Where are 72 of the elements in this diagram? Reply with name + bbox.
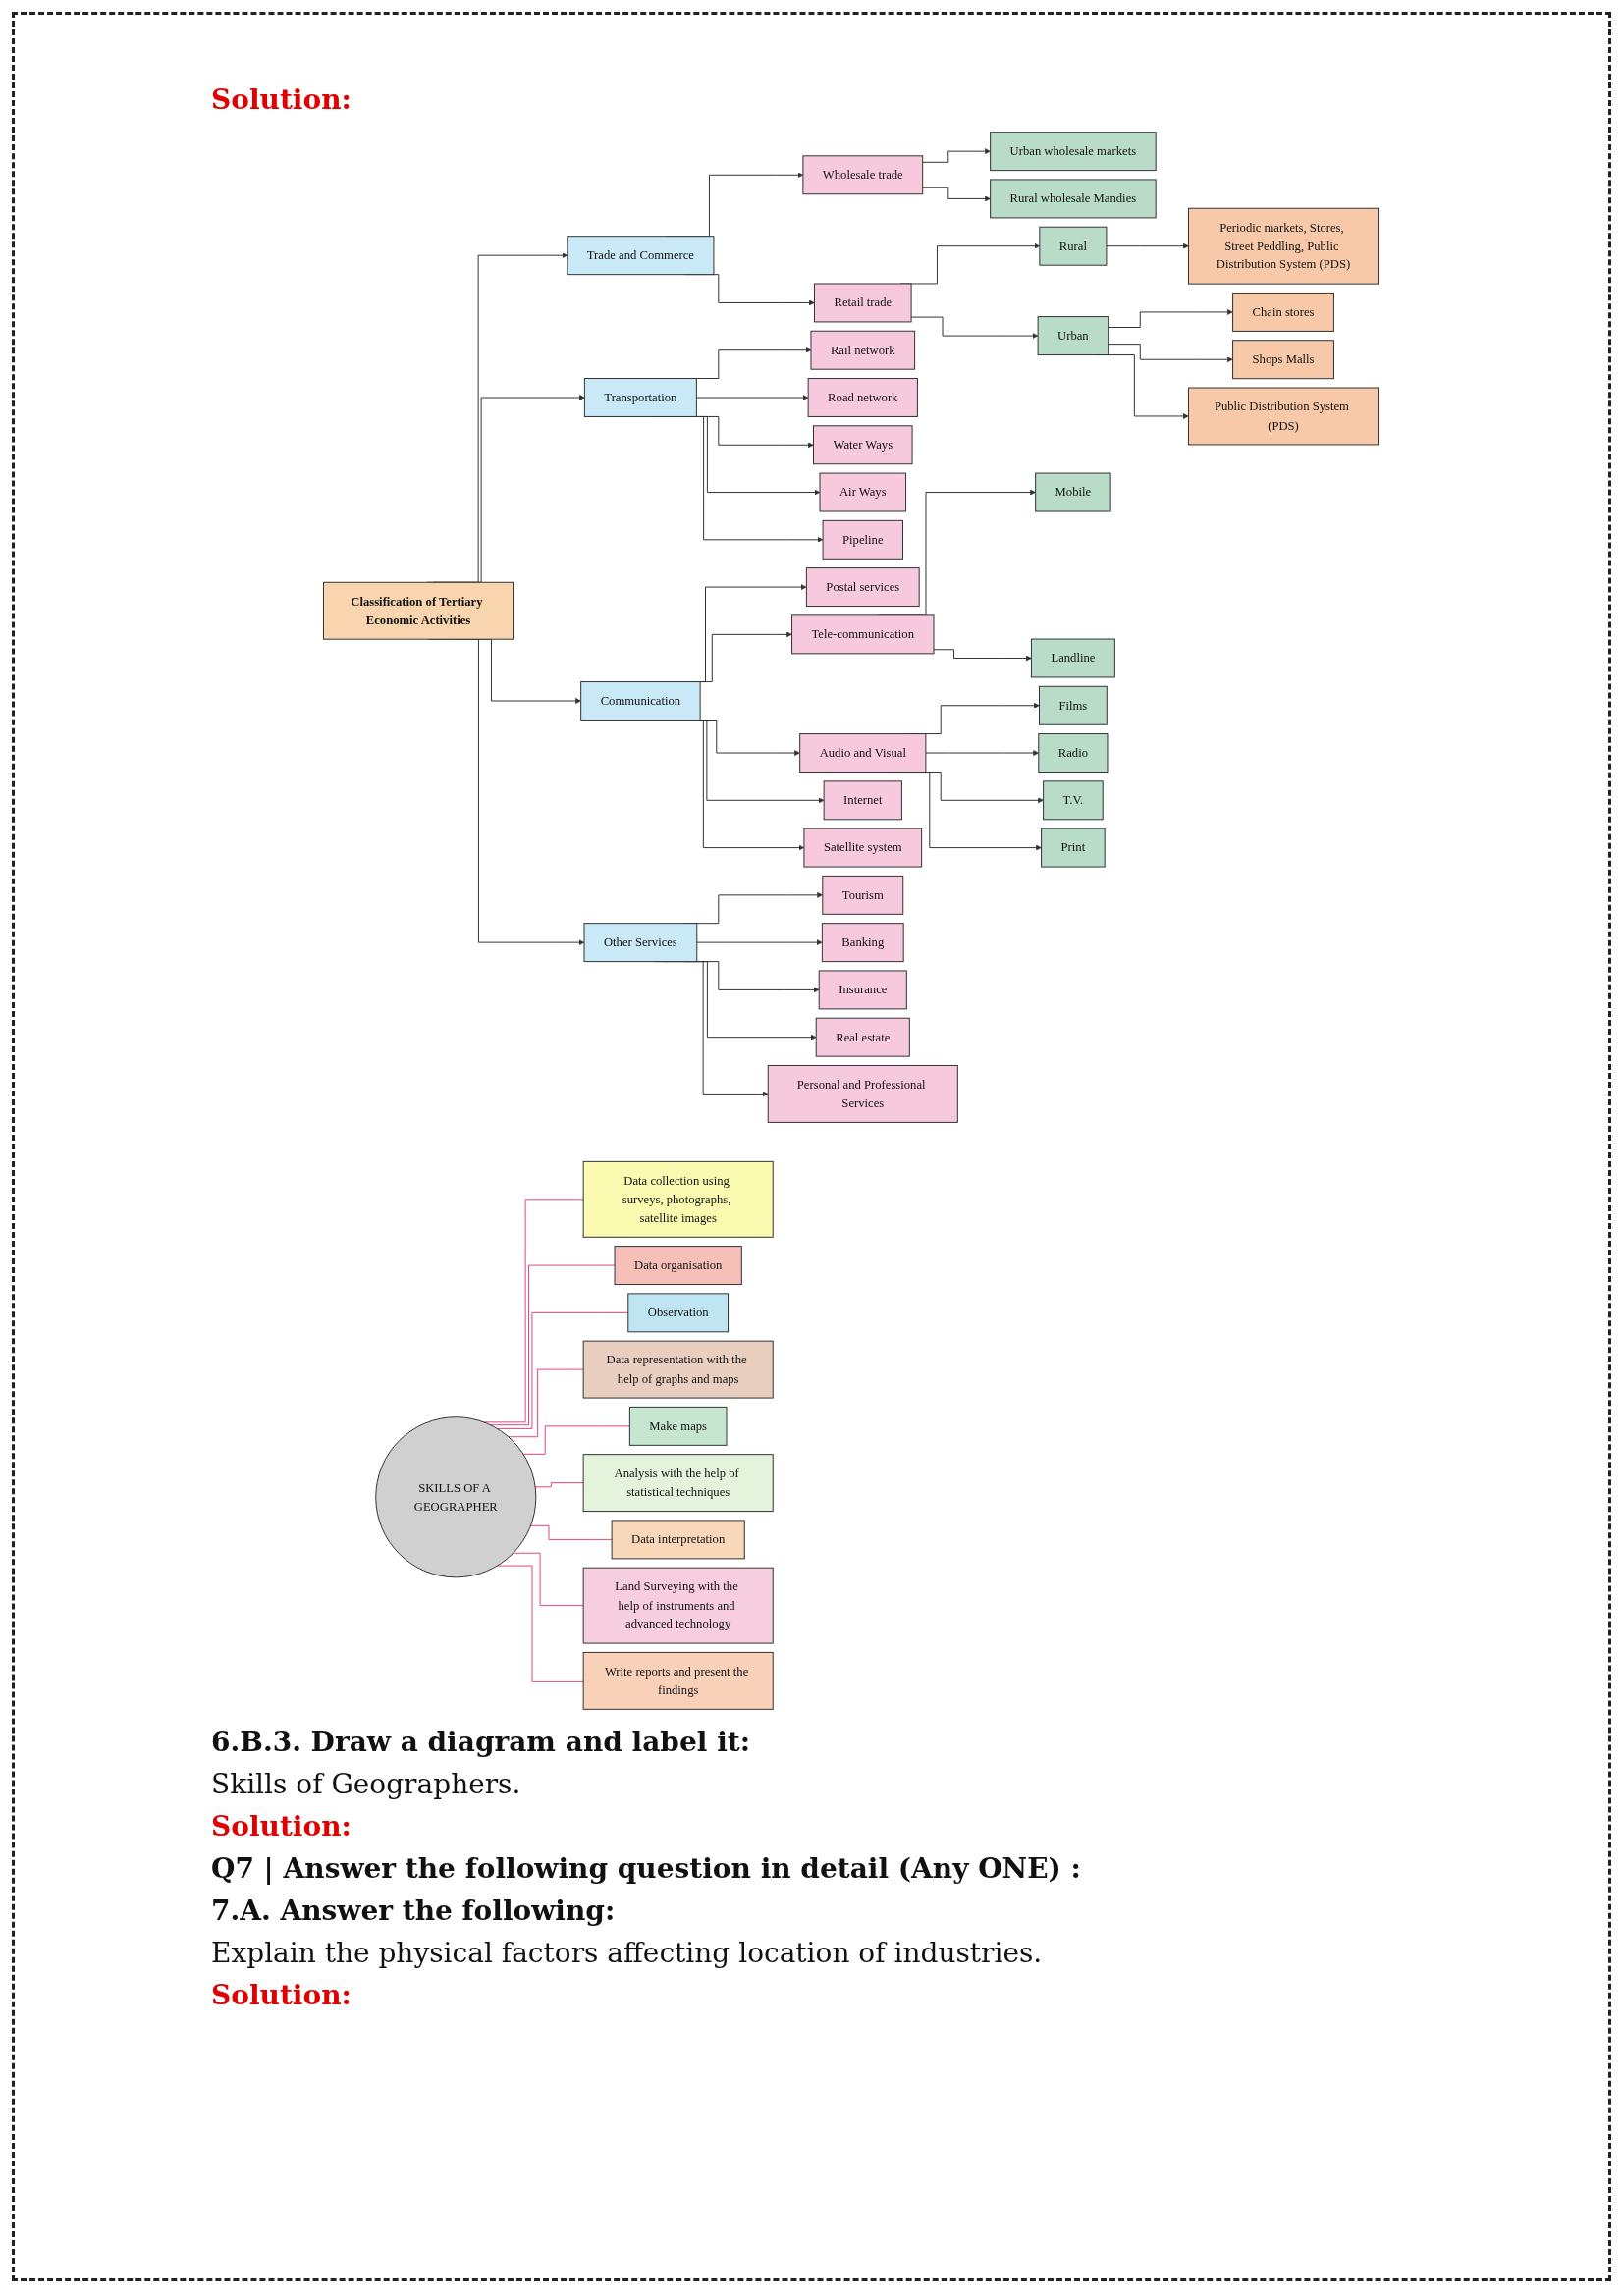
node-box: Rail network (810, 330, 916, 370)
node-box: Data interpretation (611, 1520, 745, 1560)
node-box: Satellite system (803, 828, 923, 868)
node-box: Tele-communication (791, 614, 935, 655)
node-box: Analysis with the help of statistical techniques (582, 1454, 774, 1513)
node-box: Data collection using surveys, photographs, satellite images (582, 1160, 774, 1238)
node-box: Data organisation (614, 1246, 742, 1286)
arrow (910, 316, 1039, 339)
question-heading: 6.B.3. Draw a diagram and label it: (211, 1726, 752, 1758)
solution-heading: Solution: (211, 1979, 352, 2011)
node-box: Insurance (818, 970, 907, 1010)
node-box: Internet (823, 780, 902, 821)
question-heading: Q7 | Answer the following question in detail (Any ONE) : (211, 1852, 1082, 1885)
arrow (1108, 344, 1233, 363)
node-circle: SKILLS OF A GEOGRAPHER (375, 1416, 537, 1578)
arrow (1106, 242, 1189, 249)
connector (508, 1368, 584, 1438)
node-box: Periodic markets, Stores, Street Peddling, Public Distribution System (PDS) (1187, 207, 1380, 285)
node-box: Retail trade (813, 283, 912, 323)
node-box: Shops Malls (1232, 340, 1334, 380)
node-box: Chain stores (1232, 292, 1334, 332)
arrow (695, 395, 809, 400)
connector (534, 1482, 584, 1488)
node-box: Classification of Tertiary Economic Activities (322, 581, 514, 640)
node-box: Make maps (628, 1406, 728, 1446)
connector (522, 1425, 630, 1455)
node-box: Rural wholesale Mandies (990, 179, 1157, 219)
connector (530, 1524, 613, 1540)
node-box: Water Ways (813, 425, 913, 465)
node-box: Rural (1039, 226, 1108, 266)
node-box: Personal and Professional Services (767, 1065, 958, 1123)
node-box: Communication (580, 681, 701, 721)
connector (497, 1565, 584, 1682)
node-box: T.V. (1043, 780, 1104, 821)
node-box: Audio and Visual (799, 733, 927, 773)
node-box: Data representation with the help of graphs and maps (582, 1340, 774, 1399)
node-box: Land Surveying with the help of instruments and advanced technology (582, 1567, 774, 1644)
arrow (925, 750, 1040, 756)
node-box: Transportation (583, 378, 697, 417)
node-box: Landline (1030, 638, 1115, 678)
node-box: Real estate (815, 1017, 910, 1057)
node-box: Postal services (805, 567, 920, 608)
node-box: Other Services (583, 923, 698, 963)
question-heading: 7.A. Answer the following: (211, 1895, 617, 1927)
node-box: Write reports and present the findings (582, 1651, 774, 1710)
connector (483, 1199, 584, 1423)
arrow (933, 649, 1032, 662)
node-box: Radio (1038, 733, 1109, 773)
node-box: Observation (627, 1293, 730, 1333)
connector (496, 1311, 629, 1429)
arrow (922, 148, 991, 163)
node-box: Banking (821, 923, 904, 963)
node-box: Wholesale trade (802, 155, 924, 195)
connector (513, 1552, 584, 1607)
node-box: Films (1039, 685, 1108, 725)
node-box: Road network (807, 378, 918, 417)
solution-heading: Solution: (211, 1810, 352, 1842)
node-box: Print (1041, 828, 1106, 868)
node-box: Public Distribution System (PDS) (1187, 387, 1380, 446)
arrow (696, 939, 823, 946)
node-box: Air Ways (819, 472, 907, 512)
node-box: Trade and Commerce (567, 236, 715, 276)
node-box: Mobile (1035, 472, 1111, 512)
solution-heading: Solution: (211, 83, 352, 116)
question-text: Skills of Geographers. (211, 1768, 522, 1800)
node-box: Urban wholesale markets (990, 132, 1157, 172)
node-box: Tourism (822, 875, 904, 915)
node-box: Urban (1037, 316, 1109, 356)
arrow (922, 187, 991, 202)
question-text: Explain the physical factors affecting location of industries. (211, 1937, 1044, 1969)
node-box: Pipeline (822, 519, 903, 560)
arrow (1108, 309, 1233, 328)
